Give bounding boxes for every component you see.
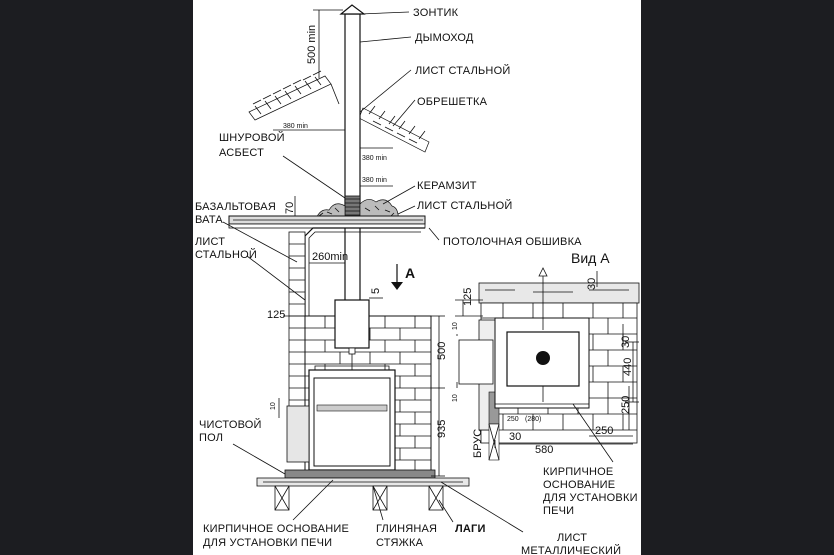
floor: [256, 469, 470, 511]
dim-5: 5: [370, 288, 382, 294]
stove: [286, 365, 396, 471]
dim-260min: 260min: [312, 251, 348, 263]
label-beam: БРУС: [472, 429, 484, 458]
dim-440: 440: [622, 358, 634, 376]
dim-250-br: 250: [595, 425, 613, 437]
installation-diagram: ЗОНТИК ДЫМОХОД ЛИСТ СТАЛЬНОЙ ОБРЕШЕТКА Ш…: [195, 4, 640, 555]
label-steel-sheet-top: ЛИСТ СТАЛЬНОЙ: [415, 64, 510, 77]
label-basalt-1: БАЗАЛЬТОВАЯ: [195, 201, 276, 213]
label-brick-base-r-2: ОСНОВАНИЕ: [543, 479, 615, 491]
label-brick-base-1: КИРПИЧНОЕ ОСНОВАНИЕ: [203, 523, 349, 535]
arrow-a: [391, 264, 403, 290]
label-chimney: ДЫМОХОД: [415, 32, 474, 44]
roof-right: [358, 105, 430, 153]
label-metal-sheet-1: ЛИСТ: [557, 532, 587, 544]
dim-10-a: 10: [452, 322, 459, 330]
dim-250-right: 250: [620, 396, 632, 414]
label-metal-sheet-2: МЕТАЛЛИЧЕСКИЙ: [521, 544, 621, 555]
label-finish-floor-1: ЧИСТОВОЙ: [199, 418, 262, 431]
dim-380min-a: 380 min: [283, 123, 308, 130]
label-lathing: ОБРЕШЕТКА: [417, 96, 488, 108]
label-joists: ЛАГИ: [455, 523, 486, 535]
label-brick-base-r-1: КИРПИЧНОЕ: [543, 466, 613, 478]
dim-580: 580: [535, 444, 553, 456]
dimension-lines: [273, 9, 445, 477]
drawing-sheet: ЗОНТИК ДЫМОХОД ЛИСТ СТАЛЬНОЙ ОБРЕШЕТКА Ш…: [193, 0, 641, 555]
label-ceiling-trim: ПОТОЛОЧНАЯ ОБШИВКА: [443, 236, 582, 248]
water-tank: [334, 299, 370, 370]
label-expanded-clay: КЕРАМЗИТ: [417, 180, 477, 192]
label-umbrella: ЗОНТИК: [413, 7, 459, 19]
label-asbestos-2: АСБЕСТ: [219, 147, 264, 159]
leader-lines: [222, 11, 524, 533]
dim-500min: 500 min: [306, 25, 318, 64]
dim-935: 935: [436, 420, 448, 438]
dim-380min-c: 380 min: [362, 177, 387, 184]
dim-70: 70: [284, 202, 296, 214]
dim-500: 500: [436, 342, 448, 360]
label-basalt-2: ВАТА: [195, 214, 223, 226]
dim-30-top: 30: [586, 278, 598, 290]
label-clay-screed-1: ГЛИНЯНАЯ: [376, 523, 437, 535]
label-steel-sheet-mid: ЛИСТ СТАЛЬНОЙ: [417, 199, 512, 212]
label-view-a: Вид А: [571, 250, 610, 266]
dim-280: (280): [525, 416, 541, 423]
label-finish-floor-2: ПОЛ: [199, 432, 223, 444]
label-steel-left-1: ЛИСТ: [195, 236, 225, 248]
dim-125-right: 125: [462, 288, 474, 306]
label-clay-screed-2: СТЯЖКА: [376, 537, 424, 549]
dim-30-bottom: 30: [509, 431, 521, 443]
roof-left: [248, 70, 340, 121]
dim-30-right: 30: [620, 336, 632, 348]
dim-10-b: 10: [452, 394, 459, 402]
dim-250-bottom: 250: [507, 416, 519, 423]
dim-380min-b: 380 min: [362, 155, 387, 162]
label-steel-left-2: СТАЛЬНОЙ: [195, 248, 257, 261]
dim-125-left: 125: [267, 309, 285, 321]
label-brick-base-2: ДЛЯ УСТАНОВКИ ПЕЧИ: [203, 537, 332, 549]
label-asbestos-1: ШНУРОВОЙ: [219, 131, 285, 144]
label-arrow-a: A: [405, 265, 415, 281]
label-brick-base-r-4: ПЕЧИ: [543, 505, 574, 517]
label-brick-base-r-3: ДЛЯ УСТАНОВКИ: [543, 492, 638, 504]
view-a-plan: [455, 267, 640, 463]
dim-10-left: 10: [270, 402, 277, 410]
